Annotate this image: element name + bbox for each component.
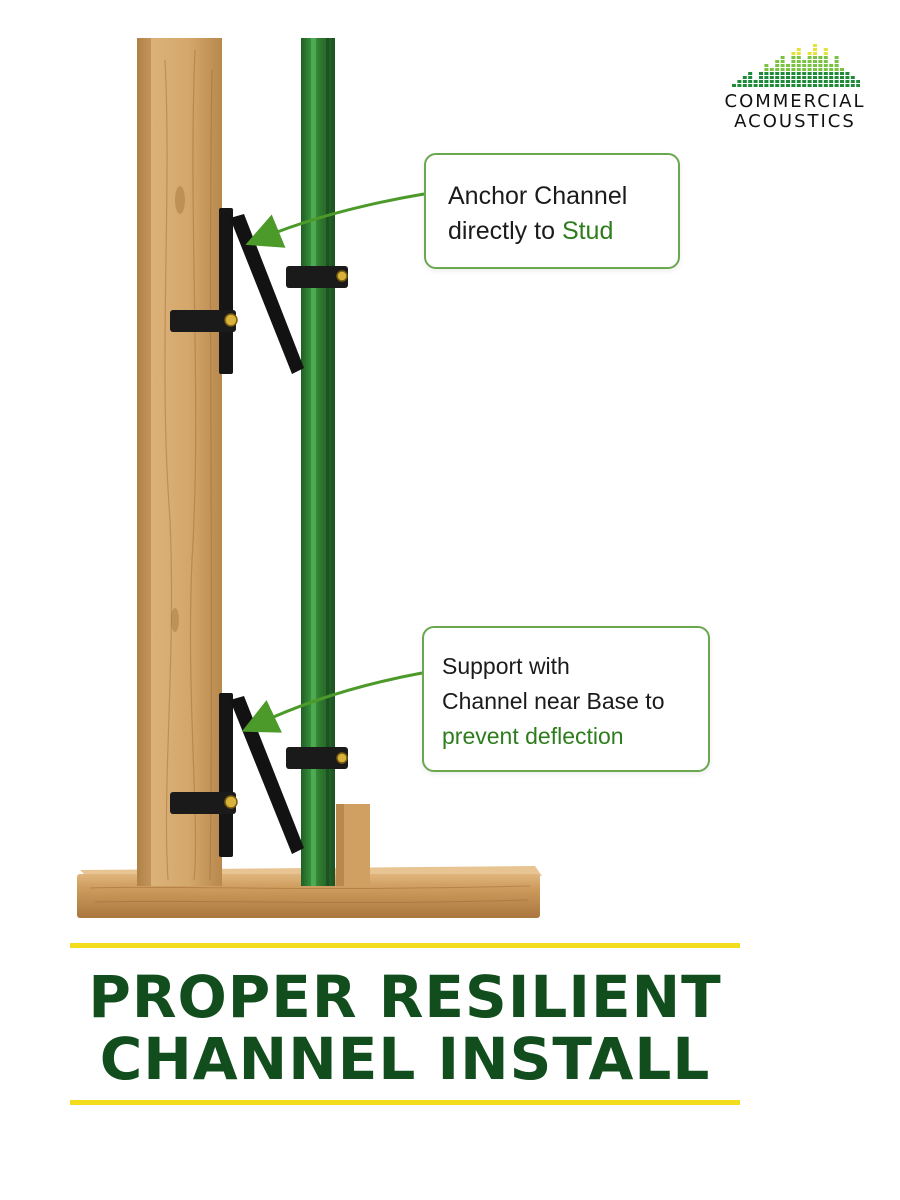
callout-text: Anchor Channel directly to Stud: [448, 179, 627, 249]
callout-highlight: prevent deflection: [442, 723, 624, 749]
screw-icon: [224, 313, 238, 327]
callout-anchor-channel: Anchor Channel directly to Stud: [424, 153, 680, 269]
divider-top: [70, 943, 740, 948]
base-block: [336, 804, 370, 886]
screw-icon: [336, 270, 348, 282]
logo-line-2: ACOUSTICS: [734, 111, 856, 132]
brand-logo: COMMERCIAL ACOUSTICS: [705, 40, 885, 132]
title-line-1: PROPER RESILIENT: [88, 963, 722, 1031]
page-title: PROPER RESILIENT CHANNEL INSTALL: [70, 966, 740, 1090]
callout-line: Support with: [442, 653, 570, 679]
callout-line: Anchor Channel: [448, 182, 628, 210]
equalizer-icon: [732, 44, 860, 87]
logo-line-1: COMMERCIAL: [724, 91, 866, 112]
callout-support-channel: Support with Channel near Base to preven…: [422, 626, 710, 772]
wood-stud: [137, 38, 222, 886]
title-line-2: CHANNEL INSTALL: [99, 1025, 711, 1093]
screw-icon: [336, 752, 348, 764]
callout-line: Channel near Base to: [442, 688, 665, 714]
bottom-bracket: [170, 693, 348, 857]
top-bracket: [170, 208, 348, 374]
divider-bottom: [70, 1100, 740, 1105]
callout-arrow-top: [245, 192, 425, 248]
screw-icon: [224, 795, 238, 809]
callout-highlight: Stud: [561, 217, 614, 245]
callout-arrow-bottom: [241, 671, 423, 733]
callout-line: directly to: [448, 217, 562, 245]
resilient-channel: [301, 38, 335, 886]
callout-text: Support with Channel near Base to preven…: [442, 649, 665, 754]
